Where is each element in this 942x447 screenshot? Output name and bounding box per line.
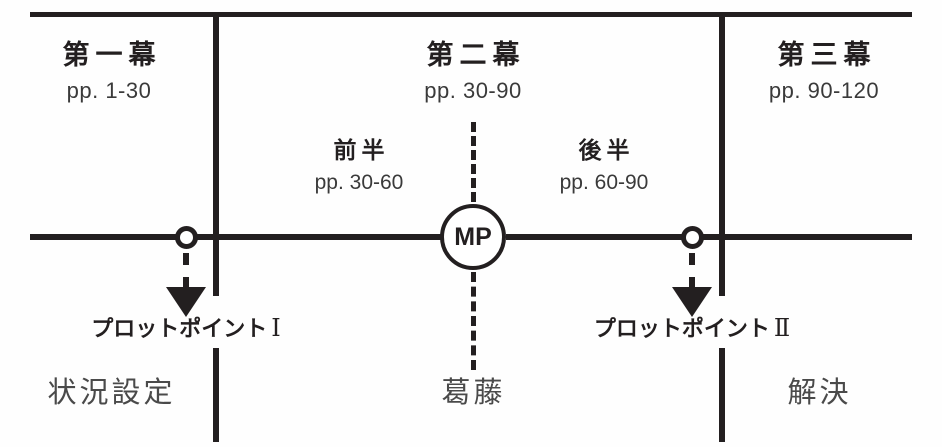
stage-label-setup: 状況設定 <box>47 377 176 409</box>
act-divider-2-lower <box>719 348 725 442</box>
act-2-title: 第二幕 <box>426 40 526 70</box>
top-horizontal-rule <box>30 12 912 17</box>
plot-point-1-dashed-line <box>183 253 189 289</box>
plot-point-2-text: プロットポイント <box>593 316 770 341</box>
act-3-pages: pp. 90-120 <box>768 78 880 103</box>
plot-point-2-arrow-icon <box>672 287 712 317</box>
act-divider-2-upper <box>719 12 725 296</box>
stage-label-conflict: 葛藤 <box>441 377 506 409</box>
plot-point-2-circle <box>681 226 704 249</box>
first-half-pages: pp. 30-60 <box>314 171 404 194</box>
plot-point-2-dashed-line <box>689 253 695 289</box>
half-label-first: 前半 pp. 30-60 <box>274 137 444 194</box>
act-header-3: 第三幕 pp. 90-120 <box>728 42 920 102</box>
plot-point-1-circle <box>175 226 198 249</box>
second-half-pages: pp. 60-90 <box>559 171 649 194</box>
act-2-pages: pp. 30-90 <box>424 78 522 103</box>
plot-point-1-numeral: Ⅰ <box>271 316 281 342</box>
act-header-1: 第一幕 pp. 1-30 <box>22 42 196 102</box>
act-header-2: 第二幕 pp. 30-90 <box>383 42 563 102</box>
midpoint-dashed-line-bottom <box>471 272 476 370</box>
plot-point-2-numeral: Ⅱ <box>773 316 791 342</box>
act-divider-1-upper <box>213 12 219 296</box>
midpoint-label: MP <box>454 222 492 251</box>
act-1-pages: pp. 1-30 <box>66 78 152 103</box>
half-label-second: 後半 pp. 60-90 <box>519 137 689 194</box>
second-half-title: 後半 <box>578 137 635 163</box>
plot-point-1-arrow-icon <box>166 287 206 317</box>
timeline-rule-left <box>30 234 442 240</box>
act-divider-1-lower <box>213 348 219 442</box>
timeline-rule-right <box>506 234 912 240</box>
midpoint-node: MP <box>440 204 506 270</box>
plot-point-1-text: プロットポイント <box>91 316 268 341</box>
midpoint-dashed-line-top <box>471 122 476 202</box>
act-1-title: 第一幕 <box>62 40 162 70</box>
act-3-title: 第三幕 <box>777 40 877 70</box>
stage-label-resolution: 解決 <box>787 377 852 409</box>
first-half-title: 前半 <box>333 137 390 163</box>
